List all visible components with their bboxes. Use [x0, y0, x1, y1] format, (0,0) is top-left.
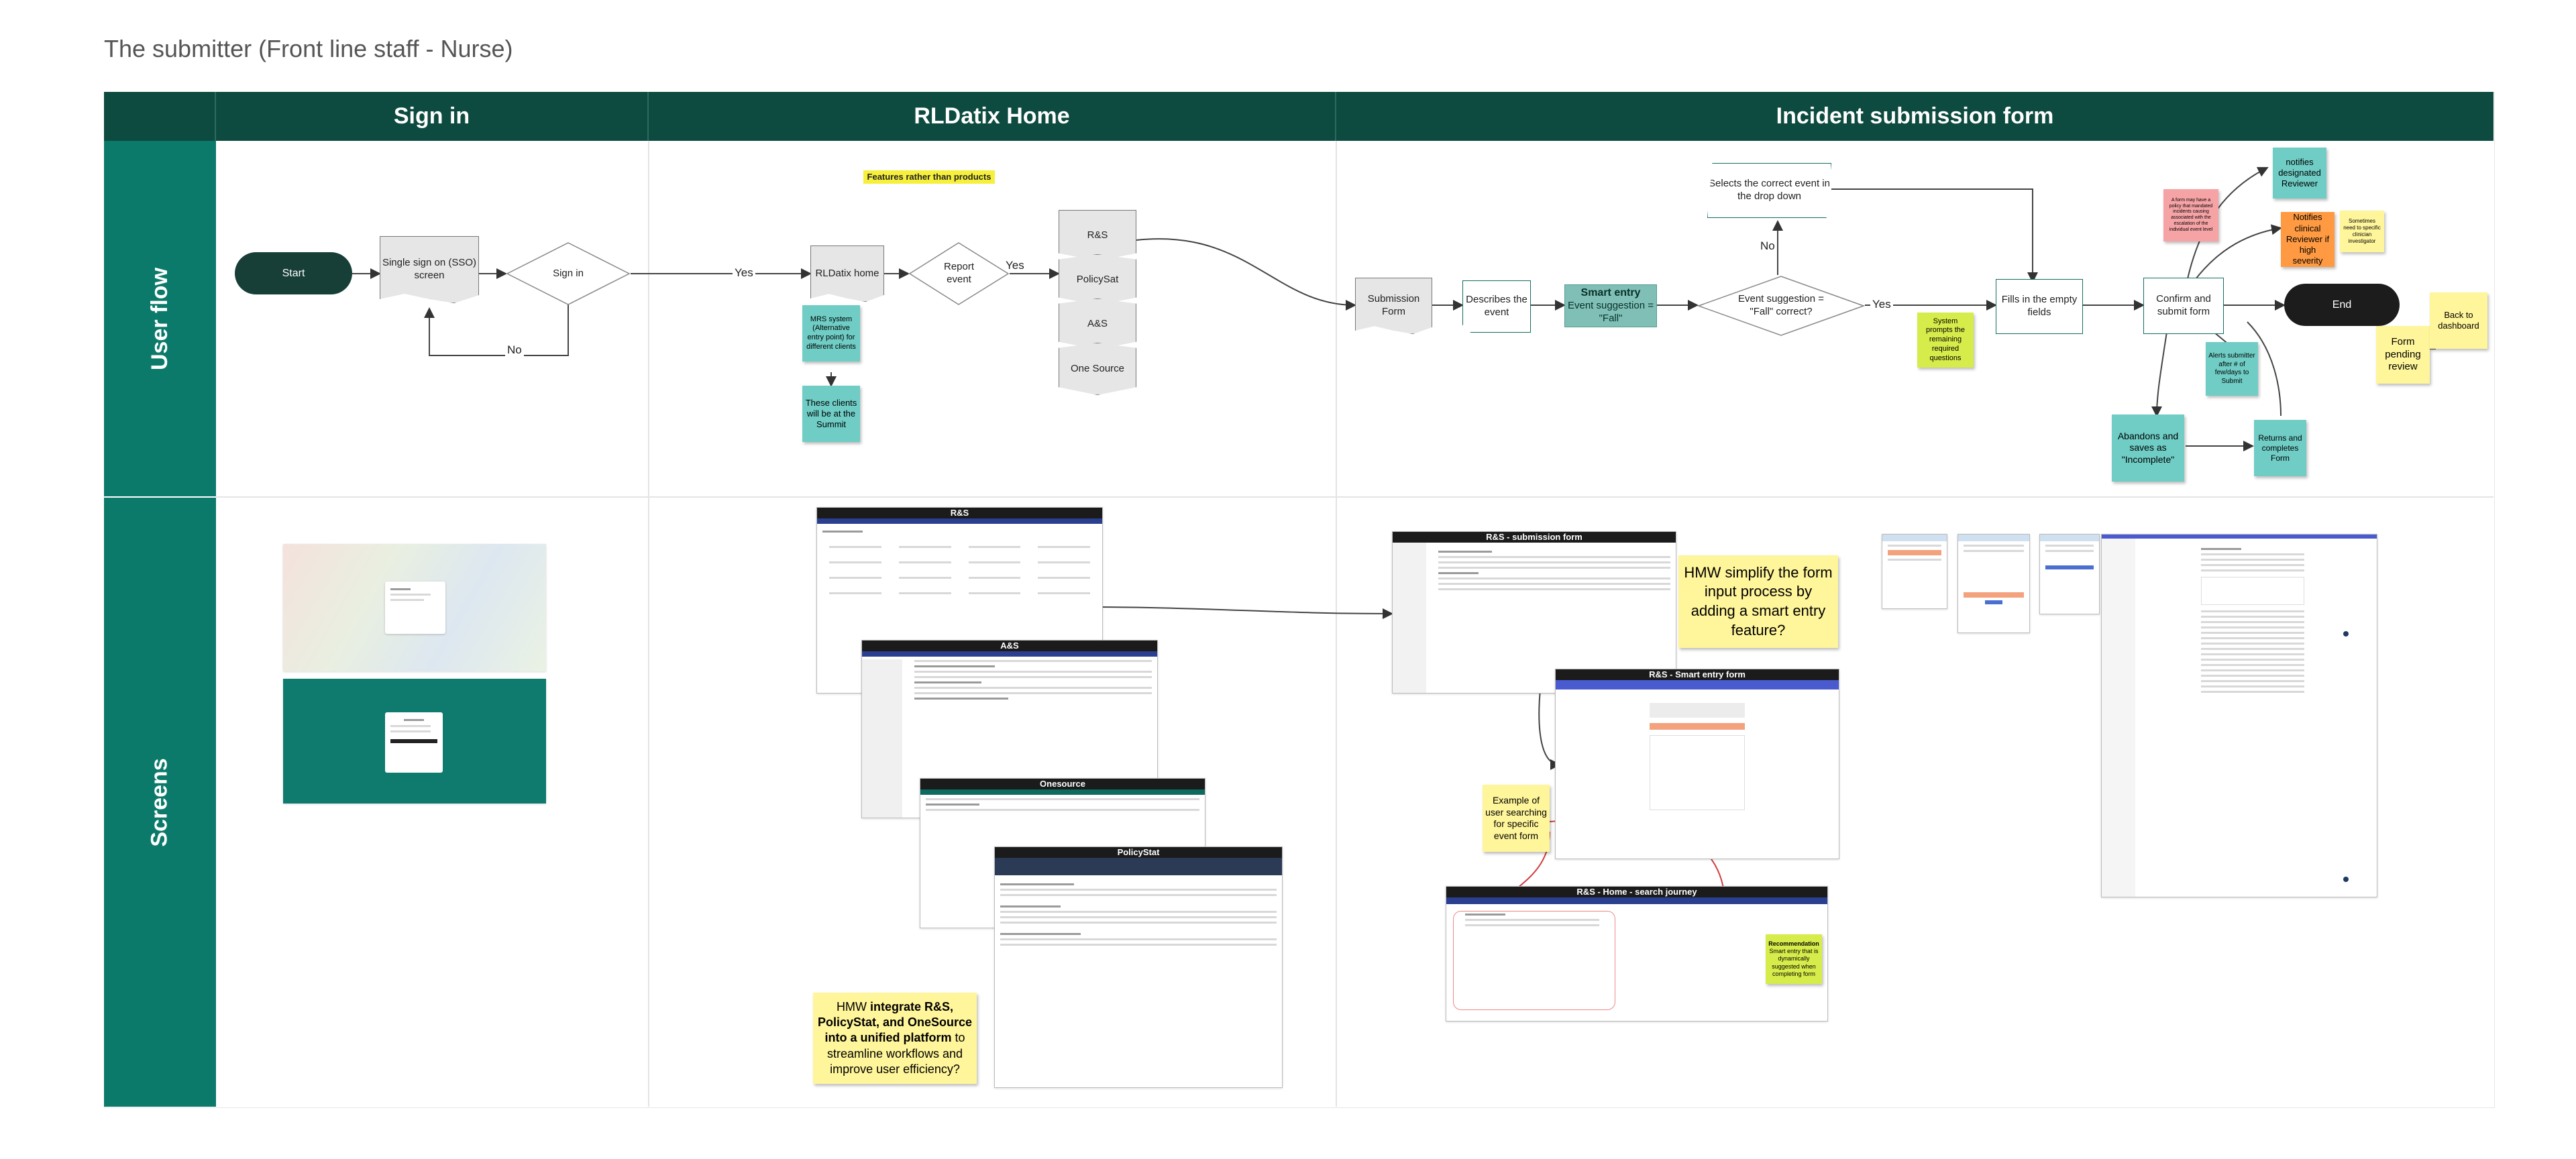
full-form-screenshot — [2101, 534, 2377, 897]
row-label-flow: User flow — [104, 141, 216, 496]
mrs-sticky: MRS system (Alternative entry point) for… — [802, 305, 860, 362]
smart-entry-title: Smart entry — [1580, 287, 1641, 299]
full-form-dot-icon — [2343, 631, 2349, 637]
no-label: No — [1758, 239, 1777, 253]
column-divider — [648, 141, 649, 1107]
system-prompts-sticky: System prompts the remaining required qu… — [1917, 313, 1974, 368]
pending-review-sticky: Form pending review — [2376, 326, 2430, 384]
signin-screenshot — [283, 679, 546, 804]
features-note: Features rather than products — [738, 169, 1120, 185]
yes-label: Yes — [733, 266, 755, 280]
rs-submission-title: R&S - submission form — [1393, 532, 1676, 543]
product-rs: R&S — [1059, 210, 1136, 261]
rs-tiles — [817, 536, 1102, 604]
recommendation-sticky: Recommendation Smart entry that is dynam… — [1766, 934, 1822, 984]
describes-event-node: Describes the event — [1462, 280, 1531, 333]
onesource-screenshot-title: Onesource — [920, 779, 1205, 789]
submission-sidebar — [1393, 543, 1426, 693]
report-event-label: Report event — [943, 261, 975, 285]
mobile-screen-3 — [2039, 534, 2100, 614]
search-journey-title: R&S - Home - search journey — [1446, 887, 1827, 897]
hmw-integrate-post: to streamline workflows and improve user… — [826, 1031, 965, 1077]
alerts-sticky: Alerts submitter after # of few/days to … — [2206, 342, 2258, 396]
onesource-nav-bar — [920, 789, 1205, 795]
hmw-integrate-bold: integrate R&S, PolicyStat, and OneSource… — [817, 999, 973, 1045]
search-journey-nav-bar — [1446, 897, 1827, 904]
row-divider — [216, 496, 2493, 498]
column-header-form: Incident submission form — [1336, 92, 2493, 141]
signin-login-card — [385, 712, 443, 773]
hmw-integrate-sticky: HMW integrate R&S, PolicyStat, and OneSo… — [813, 993, 977, 1084]
suggestion-diamond — [1697, 276, 1865, 336]
rs-submission-screenshot: R&S - submission form — [1392, 531, 1676, 694]
policystat-screenshot-title: PolicyStat — [995, 847, 1282, 858]
submission-form-node: Submission Form — [1355, 278, 1432, 334]
rs-nav-bar — [817, 518, 1102, 524]
report-diamond — [908, 242, 1010, 305]
rs-screenshot-title: R&S — [817, 508, 1102, 518]
products-stack: R&S PolicySat A&S One Source — [1059, 210, 1136, 395]
suggestion-label: Event suggestion = "Fall" correct? — [1737, 293, 1824, 317]
signin-diamond — [506, 242, 631, 305]
as-sidebar — [862, 659, 902, 818]
sso-screen-node: Single sign on (SSO) screen — [380, 236, 479, 303]
sso-login-card — [385, 582, 445, 634]
sometimes-sticky: Sometimes need to specific clinician inv… — [2340, 211, 2384, 252]
returns-sticky: Returns and completes Form — [2254, 420, 2306, 476]
header-corner — [104, 92, 216, 141]
full-form-dot-icon — [2343, 877, 2349, 882]
yes-label: Yes — [1004, 259, 1026, 272]
recommendation-title: Recommendation — [1768, 940, 1819, 947]
yes-label: Yes — [1870, 298, 1893, 311]
hmw-smart-sticky: HMW simplify the form input process by a… — [1678, 555, 1838, 648]
smart-entry-screenshot: R&S - Smart entry form — [1555, 669, 1839, 859]
policystat-screenshot: PolicyStat — [994, 846, 1283, 1088]
sso-screenshot — [283, 544, 546, 671]
signin-decision: Sign in — [506, 241, 631, 306]
no-label: No — [505, 343, 524, 357]
column-divider — [1336, 141, 1337, 1107]
page-title: The submitter (Front line staff - Nurse) — [104, 35, 513, 62]
features-note-text: Features rather than products — [863, 170, 996, 184]
column-header-home: RLDatix Home — [649, 92, 1336, 141]
rldatix-home-node: RLDatix home — [810, 245, 884, 302]
product-onesource: One Source — [1059, 343, 1136, 395]
smart-entry-sub: Event suggestion = "Fall" — [1567, 300, 1654, 324]
policystat-nav-bar — [995, 858, 1282, 875]
smart-entry-nav-bar — [1556, 680, 1839, 689]
column-header-signin: Sign in — [216, 92, 649, 141]
product-as: A&S — [1059, 298, 1136, 349]
full-form-sidebar — [2102, 539, 2135, 897]
search-journey-screenshot: R&S - Home - search journey — [1446, 886, 1828, 1022]
notifies-reviewer-sticky: notifies designated Reviewer — [2273, 148, 2326, 199]
recommendation-body: Smart entry that is dynamically suggeste… — [1769, 948, 1819, 977]
smart-entry-alert — [1650, 723, 1745, 730]
notifies-clinical-sticky: Notifies clinical Reviewer if high sever… — [2281, 212, 2334, 267]
row-label-screens: Screens — [104, 498, 216, 1107]
example-sticky: Example of user searching for specific e… — [1483, 785, 1550, 852]
mobile-screen-1 — [1882, 534, 1947, 609]
hmw-integrate-pre: HMW — [836, 999, 870, 1013]
smart-entry-node: Smart entry Event suggestion = "Fall" — [1564, 284, 1657, 327]
abandons-sticky: Abandons and saves as "Incomplete" — [2112, 415, 2184, 482]
as-nav-bar — [862, 651, 1157, 657]
end-terminal: End — [2284, 284, 2400, 326]
smart-entry-title-bar: R&S - Smart entry form — [1556, 669, 1839, 680]
suggestion-decision: Event suggestion = "Fall" correct? — [1697, 275, 1865, 337]
back-dashboard-sticky: Back to dashboard — [2430, 292, 2487, 349]
policy-sticky: A form may have a policy that mandated i… — [2163, 189, 2218, 241]
summit-sticky: These clients will be at the Summit — [802, 386, 860, 442]
product-policysat: PolicySat — [1059, 254, 1136, 305]
confirm-submit-node: Confirm and submit form — [2143, 278, 2224, 334]
signin-decision-label: Sign in — [553, 267, 584, 279]
selects-event-node: Selects the correct event in the drop do… — [1707, 163, 1831, 218]
mobile-screen-2 — [1957, 534, 2030, 633]
smart-entry-textarea — [1650, 735, 1745, 810]
as-screenshot-title: A&S — [862, 641, 1157, 651]
smart-entry-card — [1650, 703, 1745, 718]
fills-fields-node: Fills in the empty fields — [1996, 279, 2083, 334]
report-event-decision: Report event — [908, 241, 1010, 306]
start-terminal: Start — [235, 252, 352, 294]
search-journey-highlight — [1453, 911, 1615, 1010]
